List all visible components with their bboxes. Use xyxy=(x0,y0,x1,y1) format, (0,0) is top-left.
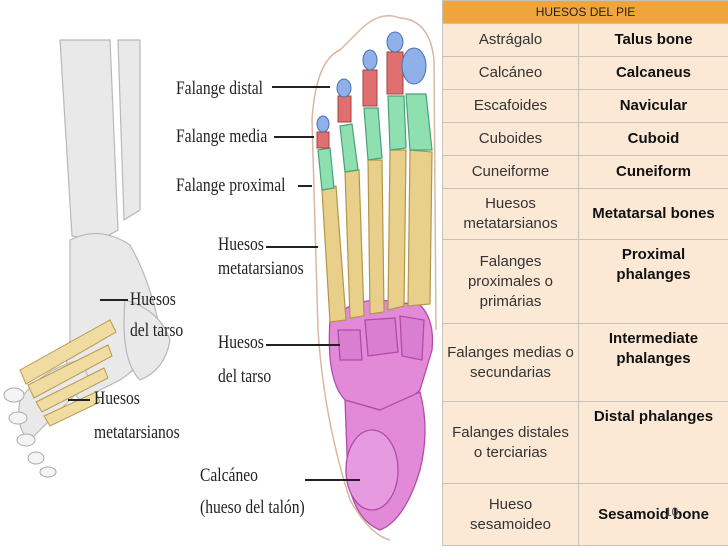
cell-spanish: Hueso sesamoideo xyxy=(443,484,579,546)
cell-spanish: Calcáneo xyxy=(443,57,579,90)
label-side-tarso-line1: Huesos xyxy=(130,289,176,310)
cell-spanish: Falanges distales o terciarias xyxy=(443,402,579,484)
cell-english: Talus bone xyxy=(579,24,728,57)
table-row: Huesos metatarsianos Metatarsal bones xyxy=(443,189,728,240)
foot-anatomy-figure: Falange distal Falange media Falange pro… xyxy=(0,0,440,546)
label-tarso-line1: Huesos xyxy=(218,332,264,353)
table-header-row: HUESOS DEL PIE xyxy=(443,1,728,24)
cell-spanish: Astrágalo xyxy=(443,24,579,57)
cell-spanish: Cuboides xyxy=(443,123,579,156)
table-row: Astrágalo Talus bone xyxy=(443,24,728,57)
cell-english: Intermediate phalanges xyxy=(579,324,728,402)
table-row: Cuneiforme Cuneiform xyxy=(443,156,728,189)
cell-spanish: Falanges proximales o primárias xyxy=(443,240,579,324)
foot-bones-table: HUESOS DEL PIE Astrágalo Talus bone Calc… xyxy=(442,0,728,546)
cell-english: Calcaneus xyxy=(579,57,728,90)
cell-spanish: Escafoides xyxy=(443,90,579,123)
table-row: Cuboides Cuboid xyxy=(443,123,728,156)
metatarsal-bones xyxy=(322,150,432,322)
table-row: Calcáneo Calcaneus xyxy=(443,57,728,90)
label-falange-media: Falange media xyxy=(176,126,267,147)
cell-english: Proximal phalanges xyxy=(579,240,728,324)
table-row: Falanges distales o terciarias Distal ph… xyxy=(443,402,728,484)
table-header: HUESOS DEL PIE xyxy=(443,1,728,24)
label-side-meta-line1: Huesos xyxy=(94,388,140,409)
cell-spanish: Huesos metatarsianos xyxy=(443,189,579,240)
label-metatarsianos-line2: metatarsianos xyxy=(218,258,304,279)
table-row: Falanges proximales o primárias Proximal… xyxy=(443,240,728,324)
label-tarso-line2: del tarso xyxy=(218,366,271,387)
page-number: 10 xyxy=(665,505,678,519)
label-calcaneo-line2: (hueso del talón) xyxy=(200,497,305,518)
table-row: Escafoides Navicular xyxy=(443,90,728,123)
tarsal-bones xyxy=(329,300,432,530)
cell-english: Cuneiform xyxy=(579,156,728,189)
cell-english: Metatarsal bones xyxy=(579,189,728,240)
cell-english: Navicular xyxy=(579,90,728,123)
cell-english: Distal phalanges xyxy=(579,402,728,484)
label-falange-proximal: Falange proximal xyxy=(176,175,285,196)
cell-spanish: Falanges medias o secundarias xyxy=(443,324,579,402)
label-calcaneo-line1: Calcáneo xyxy=(200,465,258,486)
table-row: Hueso sesamoideo Sesamoid bone xyxy=(443,484,728,546)
label-side-meta-line2: metatarsianos xyxy=(94,422,180,443)
label-metatarsianos-line1: Huesos xyxy=(218,234,264,255)
label-falange-distal: Falange distal xyxy=(176,78,263,99)
cell-english: Cuboid xyxy=(579,123,728,156)
label-side-tarso-line2: del tarso xyxy=(130,320,183,341)
table-row: Falanges medias o secundarias Intermedia… xyxy=(443,324,728,402)
cell-spanish: Cuneiforme xyxy=(443,156,579,189)
cell-english: Sesamoid bone xyxy=(579,484,728,546)
